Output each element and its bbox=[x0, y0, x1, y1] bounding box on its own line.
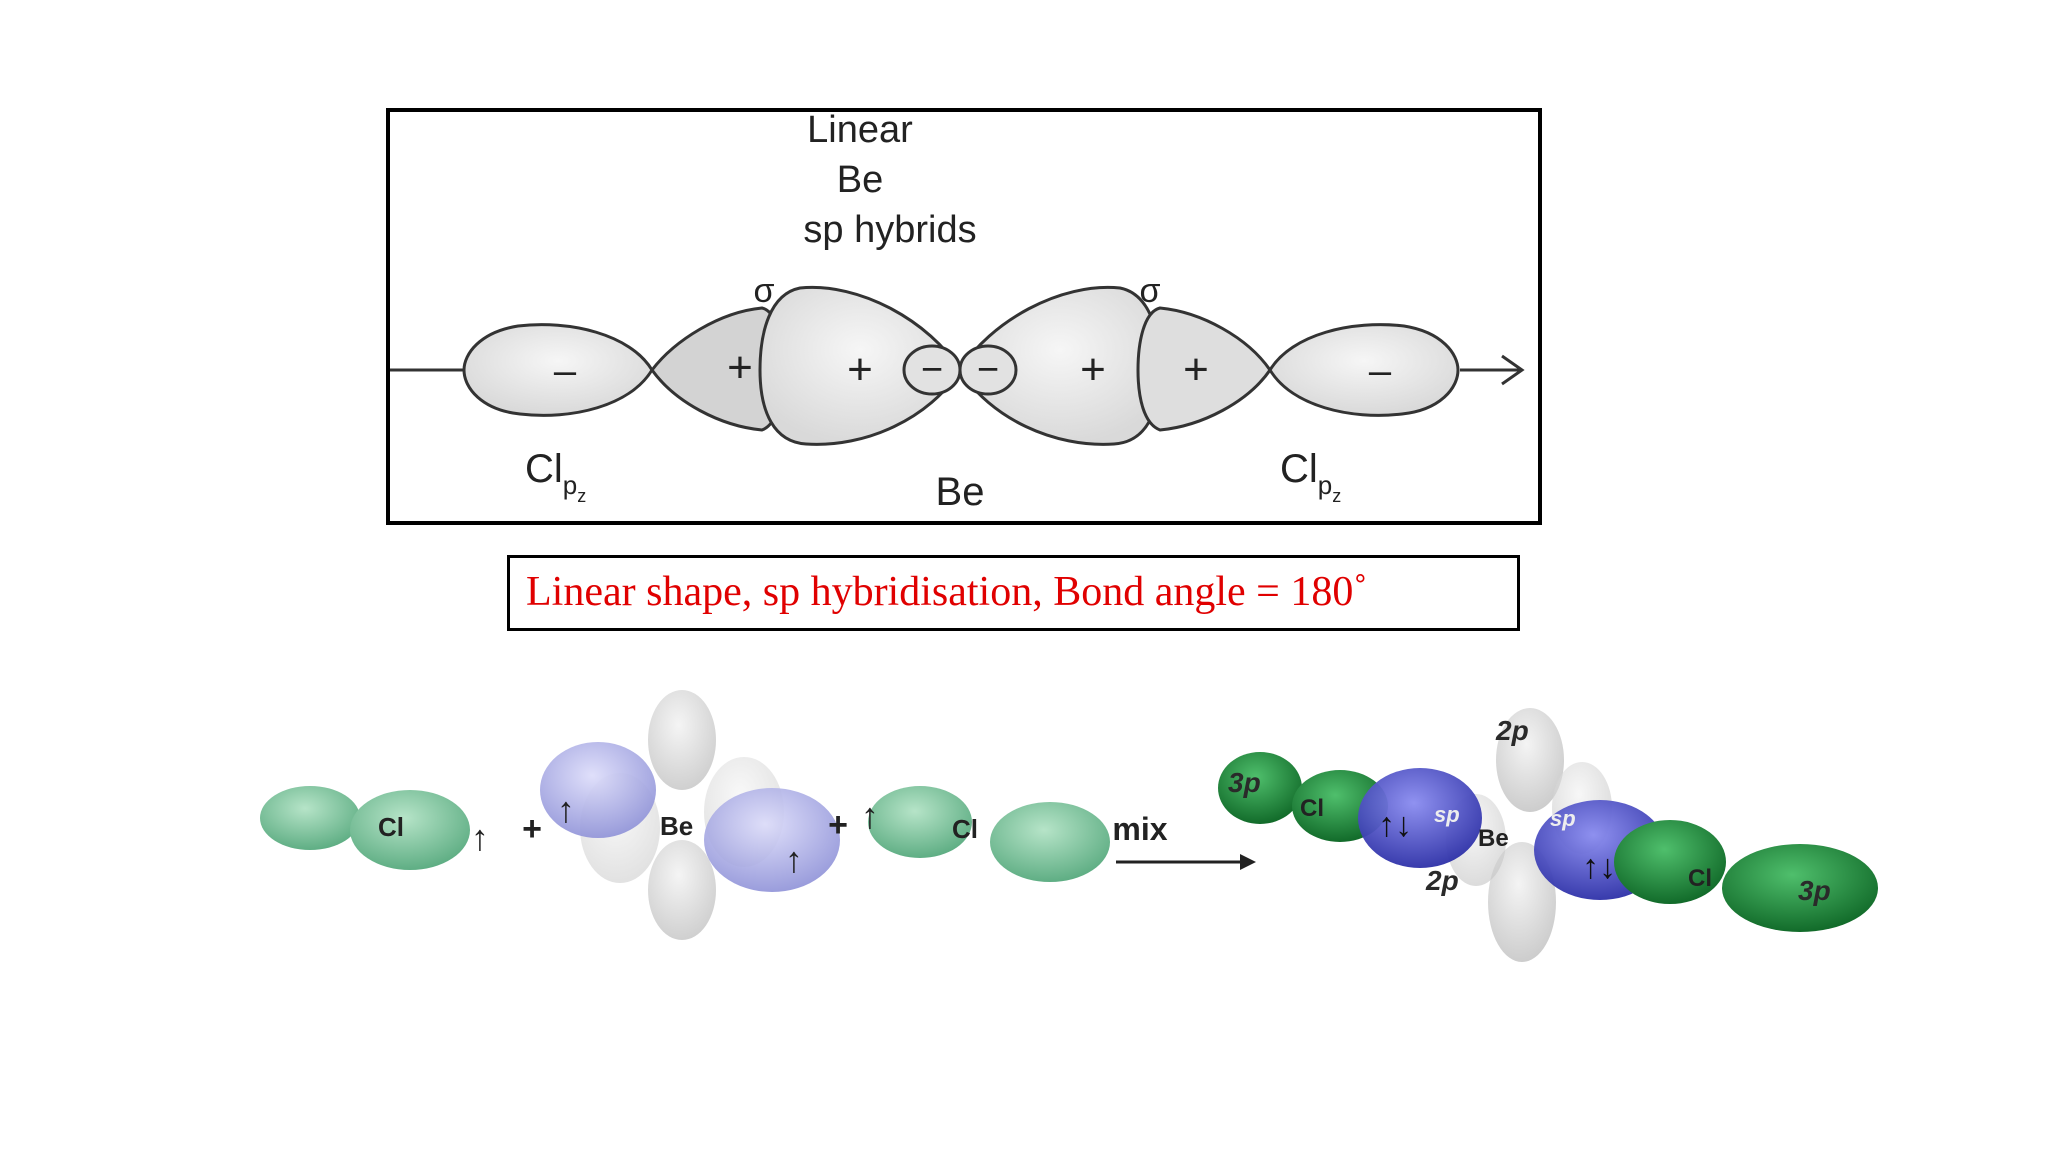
be-arrow-up-left-icon: ↑ bbox=[557, 789, 575, 830]
product-becl2: 3p Cl ↑↓ sp Be sp ↑↓ 2p 2p Cl 3p bbox=[1218, 708, 1878, 962]
product-cl-left-label: Cl bbox=[1300, 795, 1324, 822]
be-arrow-up-right-icon: ↑ bbox=[785, 839, 803, 880]
be-small-lobe-right bbox=[958, 344, 1018, 396]
product-pair-right-icon: ↑↓ bbox=[1582, 848, 1616, 886]
orbital-mixing-svg: Cl ↑ + Be ↑ ↑ + Cl ↑ bbox=[260, 690, 1878, 962]
sign-plus-right-cl: + bbox=[1183, 345, 1209, 394]
left-cl-label-subsub: z bbox=[577, 486, 586, 506]
left-cl-negative-lobe bbox=[462, 323, 654, 417]
right-cl-label-subsub: z bbox=[1332, 486, 1341, 506]
cl-left-back-lobe bbox=[260, 786, 360, 850]
axis-arrow-icon bbox=[1501, 354, 1525, 386]
left-cl-label: Clpz bbox=[525, 447, 586, 506]
sign-circled-minus-right: − bbox=[977, 349, 999, 391]
plus-sign-1: + bbox=[522, 810, 542, 848]
product-cl-right-label: Cl bbox=[1688, 865, 1712, 892]
title-line-linear: Linear bbox=[807, 112, 913, 151]
reactant-cl-right: Cl ↑ bbox=[861, 786, 1110, 882]
reactant-be: Be ↑ ↑ bbox=[540, 690, 840, 940]
cl-left-label: Cl bbox=[378, 812, 404, 842]
reactant-cl-left: Cl ↑ bbox=[260, 786, 489, 870]
title-line-be: Be bbox=[837, 159, 883, 201]
sign-minus-right: – bbox=[1369, 349, 1392, 393]
sigma-label-right: σ bbox=[1140, 272, 1161, 310]
be-sp-left-large-lobe bbox=[758, 285, 962, 446]
product-sp-right-label: sp bbox=[1550, 806, 1576, 831]
be-sp-left-lobe bbox=[540, 742, 656, 838]
mix-arrowhead-icon bbox=[1240, 854, 1256, 870]
product-cl-left-3p-outer bbox=[1218, 752, 1302, 824]
sign-plus-be-left: + bbox=[847, 345, 873, 394]
sign-circled-minus-left: − bbox=[921, 349, 943, 391]
left-cl-label-main: Cl bbox=[525, 447, 563, 491]
be-2p-top-lobe bbox=[648, 690, 716, 790]
cl-left-arrow-up-icon: ↑ bbox=[471, 817, 489, 858]
mix-arrow: mix bbox=[1112, 811, 1256, 870]
be-label: Be bbox=[660, 811, 693, 841]
product-sp-left-label: sp bbox=[1434, 802, 1460, 827]
product-cl-right-3p-outer bbox=[1722, 844, 1878, 932]
product-2p-top-lobe bbox=[1496, 708, 1564, 812]
sp-hybrid-schematic: Linear Be sp hybrids σ σ – + + − − + + –… bbox=[386, 108, 1542, 525]
product-cl-right-3p-inner bbox=[1614, 820, 1726, 904]
product-3p-left-label: 3p bbox=[1228, 767, 1261, 798]
product-pair-left-icon: ↑↓ bbox=[1378, 806, 1412, 844]
caption-box: Linear shape, sp hybridisation, Bond ang… bbox=[507, 555, 1520, 631]
plus-sign-2: + bbox=[828, 806, 848, 844]
mix-label: mix bbox=[1112, 811, 1167, 847]
sigma-label-left: σ bbox=[754, 272, 775, 310]
sign-plus-be-right: + bbox=[1080, 345, 1106, 394]
center-be-label: Be bbox=[936, 470, 985, 514]
product-sp-left-lobe bbox=[1358, 768, 1482, 868]
cl-right-arrow-up-icon: ↑ bbox=[861, 795, 879, 836]
product-2p-bottom-label: 2p bbox=[1425, 865, 1459, 896]
be-2p-bottom-lobe bbox=[648, 840, 716, 940]
cl-right-front-lobe bbox=[868, 786, 972, 858]
product-2p-bottom-lobe bbox=[1488, 842, 1556, 962]
left-cl-label-sub: p bbox=[563, 470, 577, 500]
product-2p-top-label: 2p bbox=[1495, 715, 1529, 746]
right-cl-positive-lobe bbox=[1136, 306, 1272, 432]
right-cl-label-main: Cl bbox=[1280, 447, 1318, 491]
be-sp-right-lobe bbox=[704, 788, 840, 892]
schematic-svg: Linear Be sp hybrids σ σ – + + − − + + –… bbox=[390, 112, 1525, 514]
orbital-mixing-diagram: Cl ↑ + Be ↑ ↑ + Cl ↑ bbox=[260, 690, 1880, 980]
right-cl-negative-lobe bbox=[1268, 323, 1460, 417]
product-be-label: Be bbox=[1478, 825, 1509, 852]
title-line-sp-hybrids: sp hybrids bbox=[803, 209, 976, 251]
cl-right-back-lobe bbox=[990, 802, 1110, 882]
caption-text: Linear shape, sp hybridisation, Bond ang… bbox=[526, 569, 1368, 615]
sign-minus-left: – bbox=[554, 349, 577, 393]
product-3p-right-label: 3p bbox=[1798, 875, 1831, 906]
cl-right-label: Cl bbox=[952, 814, 978, 844]
sign-plus-left-cl: + bbox=[727, 343, 753, 392]
right-cl-label: Clpz bbox=[1280, 447, 1341, 506]
right-cl-label-sub: p bbox=[1318, 470, 1332, 500]
cl-left-front-lobe bbox=[350, 790, 470, 870]
